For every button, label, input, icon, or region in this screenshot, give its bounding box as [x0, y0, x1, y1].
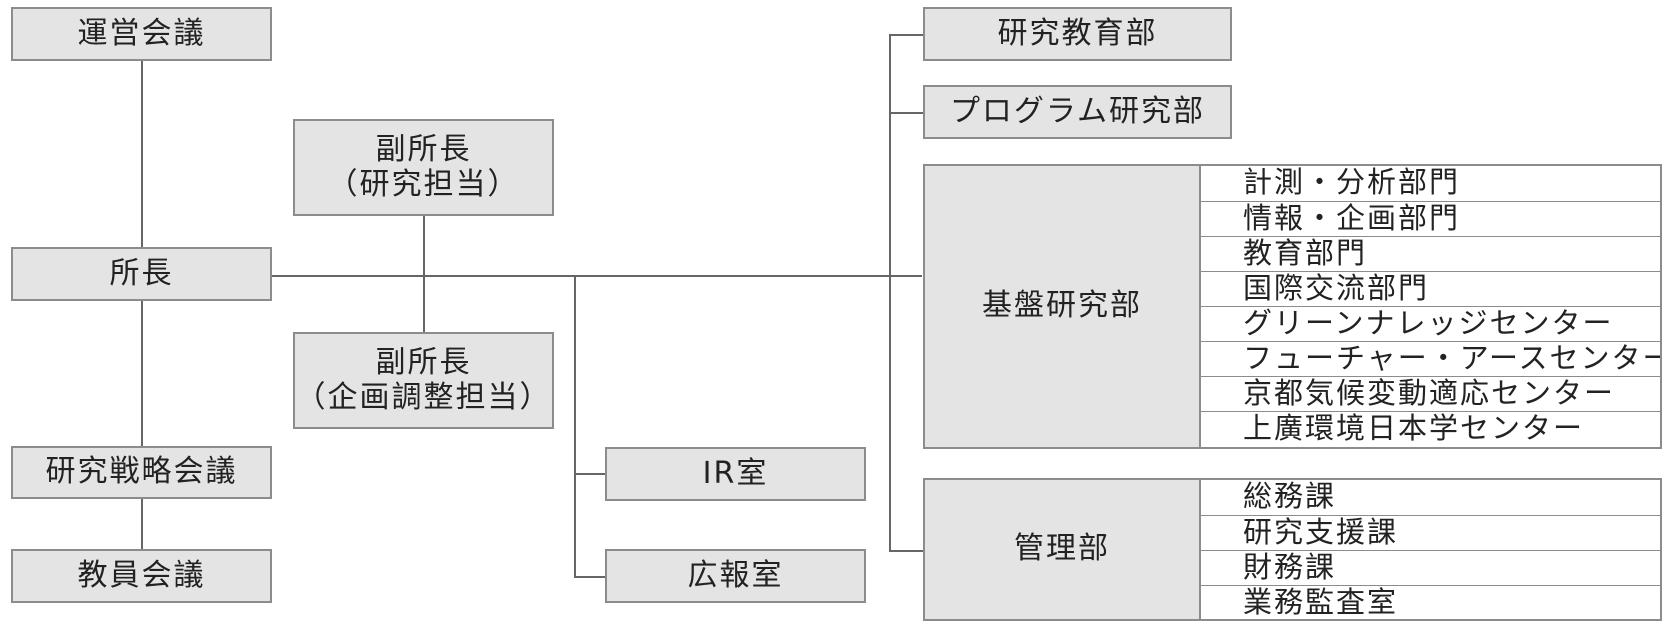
vice-director-research-box: 副所長 （研究担当） [293, 119, 554, 216]
connector-vice-vertical [423, 215, 425, 333]
shocho-label: 所長 [109, 255, 174, 291]
connector-ir [574, 473, 606, 475]
kiban-unit-label: フューチャー・アースセンター [1243, 341, 1660, 375]
kiban-research-dept-label: 基盤研究部 [982, 288, 1142, 324]
kiban-unit-label: 京都気候変動適応センター [1243, 376, 1616, 410]
program-research-dept-box: プログラム研究部 [923, 85, 1232, 139]
kiban-unit-item: 情報・企画部門 [1201, 201, 1660, 236]
program-research-dept-label: プログラム研究部 [949, 93, 1206, 129]
vice-director-research-role: （研究担当） [327, 166, 520, 202]
connector-shocho-senryaku [141, 300, 143, 447]
kanri-unit-item: 業務監査室 [1201, 585, 1660, 619]
kiban-unit-item: 国際交流部門 [1201, 271, 1660, 306]
connector-main-horizontal [272, 275, 922, 277]
unei-kaigi-box: 運営会議 [11, 7, 272, 61]
connector-dept-vertical [889, 34, 891, 551]
kiban-unit-label: 国際交流部門 [1243, 271, 1430, 305]
kanri-dept-box: 管理部 [923, 478, 1201, 621]
connector-kanri [889, 550, 924, 552]
vice-director-planning-role: （企画調整担当） [295, 379, 552, 415]
kanri-unit-item: 財務課 [1201, 550, 1660, 585]
kiban-unit-item: フューチャー・アースセンター [1201, 341, 1660, 376]
kyoin-kaigi-label: 教員会議 [77, 557, 206, 593]
research-education-dept-box: 研究教育部 [923, 7, 1232, 61]
kanri-unit-label: 総務課 [1243, 480, 1337, 513]
kenkyu-senryaku-kaigi-label: 研究戦略会議 [45, 454, 238, 490]
kiban-unit-item: グリーンナレッジセンター [1201, 306, 1660, 341]
ir-office-label: IR室 [702, 455, 769, 491]
kanri-dept-label: 管理部 [1014, 531, 1110, 567]
kiban-unit-item: 計測・分析部門 [1201, 166, 1660, 201]
connector-kyoiku [889, 34, 924, 36]
kiban-unit-item: 上廣環境日本学センター [1201, 411, 1660, 447]
kiban-unit-item: 京都気候変動適応センター [1201, 376, 1660, 411]
kanri-unit-item: 研究支援課 [1201, 515, 1660, 550]
kiban-unit-label: 計測・分析部門 [1243, 166, 1461, 199]
kiban-unit-label: 教育部門 [1243, 236, 1368, 270]
connector-koho [574, 576, 606, 578]
kiban-unit-label: 情報・企画部門 [1243, 201, 1461, 235]
kiban-research-dept-box: 基盤研究部 [923, 164, 1201, 449]
kenkyu-senryaku-kaigi-box: 研究戦略会議 [11, 446, 272, 499]
ir-office-box: IR室 [605, 447, 866, 501]
connector-senryaku-kyoin [141, 498, 143, 551]
vice-director-planning-box: 副所長 （企画調整担当） [293, 332, 554, 429]
kanri-unit-label: 研究支援課 [1243, 515, 1399, 549]
kanri-unit-label: 財務課 [1243, 550, 1337, 584]
vice-director-planning-title: 副所長 [375, 345, 472, 380]
shocho-box: 所長 [11, 247, 272, 301]
kanri-unit-item: 総務課 [1201, 480, 1660, 515]
kanri-unit-label: 業務監査室 [1243, 585, 1399, 619]
kiban-unit-item: 教育部門 [1201, 236, 1660, 271]
pr-office-label: 広報室 [687, 557, 784, 593]
pr-office-box: 広報室 [605, 549, 866, 603]
connector-program [889, 112, 924, 114]
unei-kaigi-label: 運営会議 [77, 15, 206, 51]
connector-office-vertical [574, 275, 576, 577]
kyoin-kaigi-box: 教員会議 [11, 549, 272, 603]
vice-director-research-title: 副所長 [375, 132, 472, 167]
connector-unei-shocho [141, 60, 143, 248]
kanri-units-list: 総務課 研究支援課 財務課 業務監査室 [1199, 478, 1662, 621]
kiban-units-list: 計測・分析部門 情報・企画部門 教育部門 国際交流部門 グリーンナレッジセンター… [1199, 164, 1662, 449]
kiban-unit-label: グリーンナレッジセンター [1243, 306, 1614, 340]
kiban-unit-label: 上廣環境日本学センター [1243, 411, 1585, 445]
research-education-dept-label: 研究教育部 [997, 15, 1158, 51]
